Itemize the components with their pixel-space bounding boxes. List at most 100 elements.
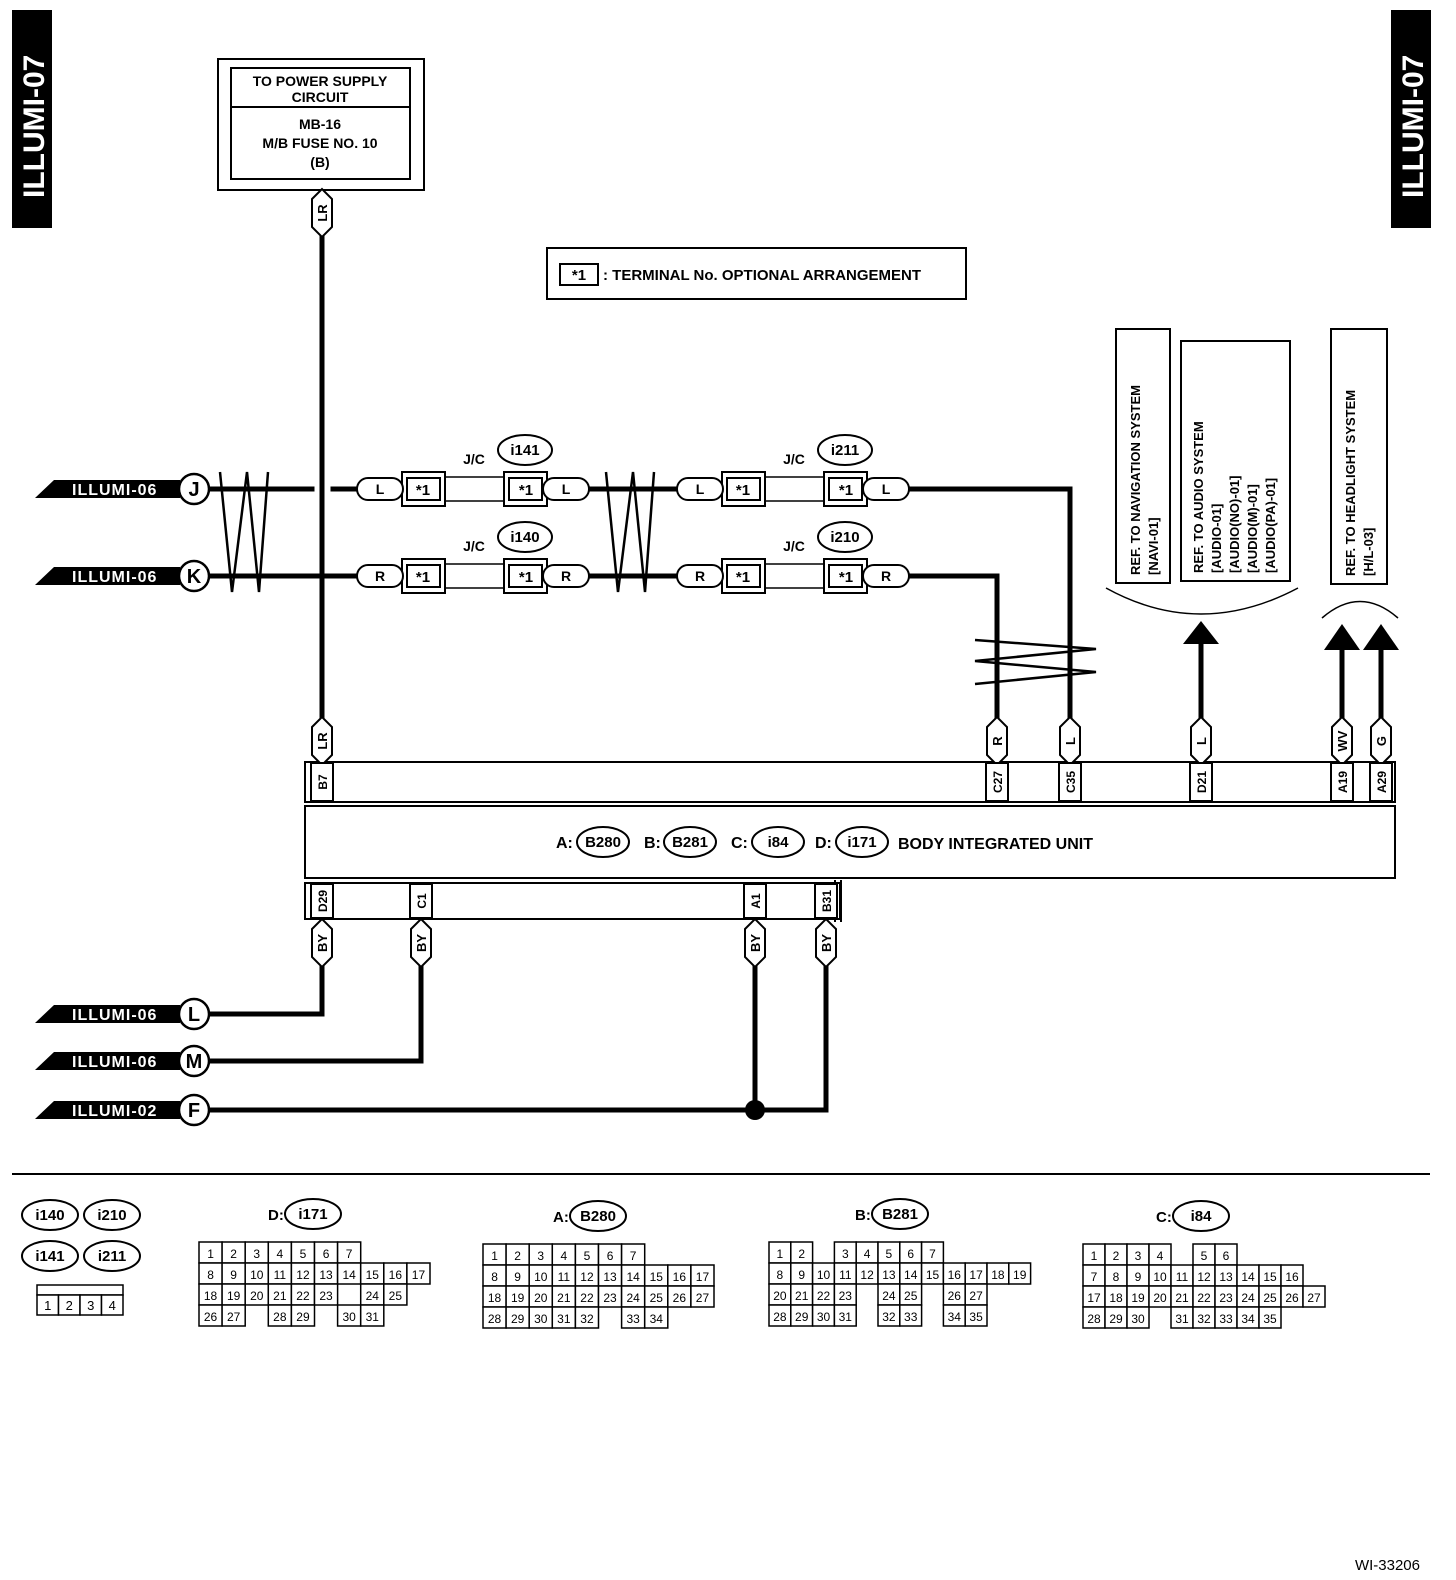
svg-text:[NAVI-01]: [NAVI-01] <box>1146 517 1161 575</box>
svg-text:17: 17 <box>412 1268 426 1282</box>
svg-text:23: 23 <box>839 1289 853 1303</box>
svg-text:B:: B: <box>644 835 661 852</box>
joint-connector-i141: *1*1J/C <box>401 451 548 507</box>
terminal-a1: A1 <box>743 883 767 919</box>
svg-text:15: 15 <box>926 1268 940 1282</box>
svg-text:16: 16 <box>1285 1270 1299 1284</box>
svg-text:22: 22 <box>817 1289 831 1303</box>
svg-text:8: 8 <box>491 1270 498 1284</box>
unit-name: BODY INTEGRATED UNIT <box>898 836 1093 853</box>
wire-r-tail <box>905 573 1000 725</box>
svg-text:15: 15 <box>1263 1270 1277 1284</box>
svg-text:15: 15 <box>366 1268 380 1282</box>
svg-text:LR: LR <box>315 204 330 222</box>
svg-text:i211: i211 <box>831 442 859 459</box>
svg-text:R: R <box>881 568 891 584</box>
svg-text:32: 32 <box>1197 1312 1211 1326</box>
svg-text:D:: D: <box>268 1207 284 1224</box>
svg-text:[AUDIO(M)-01]: [AUDIO(M)-01] <box>1245 484 1260 573</box>
jc-wire-tag-out: L <box>542 477 590 501</box>
tag-d21: L <box>1190 715 1212 767</box>
svg-text:11: 11 <box>558 1270 571 1284</box>
page-tab-right: ILLUMI-07 <box>1391 10 1431 228</box>
svg-text:35: 35 <box>1263 1312 1277 1326</box>
svg-text:12: 12 <box>860 1268 874 1282</box>
svg-text:i141: i141 <box>35 1248 64 1265</box>
svg-text:BY: BY <box>315 934 330 952</box>
svg-text:*1: *1 <box>736 482 750 499</box>
power-box-line-3: (B) <box>310 154 329 170</box>
svg-text:28: 28 <box>1087 1312 1101 1326</box>
svg-text:14: 14 <box>904 1268 918 1282</box>
svg-text:16: 16 <box>948 1268 962 1282</box>
svg-text:29: 29 <box>795 1310 809 1324</box>
svg-text:19: 19 <box>1013 1268 1027 1282</box>
svg-text:19: 19 <box>1131 1291 1145 1305</box>
svg-text:1: 1 <box>1091 1249 1098 1263</box>
svg-text:6: 6 <box>607 1249 614 1263</box>
joint-connector-i140: *1*1J/C <box>401 538 548 594</box>
svg-text:31: 31 <box>366 1310 380 1324</box>
svg-text:i210: i210 <box>97 1207 126 1224</box>
svg-text:2: 2 <box>798 1247 805 1261</box>
tag-power-bottom: LR <box>311 715 333 767</box>
svg-text:20: 20 <box>773 1289 787 1303</box>
svg-text:20: 20 <box>534 1291 548 1305</box>
svg-text:1: 1 <box>207 1247 214 1261</box>
unit-connector-i84: C: <box>731 835 748 852</box>
svg-text:24: 24 <box>1241 1291 1255 1305</box>
power-box-line-1: MB-16 <box>299 116 341 132</box>
arrow-hl-2 <box>1363 624 1399 650</box>
svg-text:WV: WV <box>1335 730 1350 751</box>
unit-connector-oval: i84 <box>751 826 805 858</box>
svg-text:25: 25 <box>1263 1291 1277 1305</box>
wire-ground-l <box>207 959 325 1017</box>
ref-arrows <box>1183 621 1399 650</box>
svg-text:4: 4 <box>561 1249 568 1263</box>
svg-text:26: 26 <box>1285 1291 1299 1305</box>
jc-wire-tag-out: L <box>862 477 910 501</box>
svg-text:11: 11 <box>274 1268 287 1282</box>
svg-text:[AUDIO(NO)-01]: [AUDIO(NO)-01] <box>1227 476 1242 574</box>
svg-text:9: 9 <box>230 1268 237 1282</box>
svg-text:REF. TO AUDIO SYSTEM: REF. TO AUDIO SYSTEM <box>1191 421 1206 573</box>
svg-text:23: 23 <box>319 1289 333 1303</box>
face-id-oval: i171 <box>284 1198 342 1230</box>
svg-text:13: 13 <box>603 1270 617 1284</box>
tag-ground-b31: BY <box>815 917 837 969</box>
svg-text:*1: *1 <box>416 569 430 586</box>
svg-text:i140: i140 <box>510 529 539 546</box>
svg-text:ILLUMI-06: ILLUMI-06 <box>72 1007 157 1024</box>
svg-text:18: 18 <box>488 1291 502 1305</box>
svg-text:R: R <box>561 568 571 584</box>
svg-text:J/C: J/C <box>783 451 805 467</box>
jc-wire-tag-out: R <box>862 564 910 588</box>
svg-text:18: 18 <box>204 1289 218 1303</box>
legend-symbol: *1 <box>572 267 586 284</box>
svg-text:BY: BY <box>748 934 763 952</box>
jc-wire-tag-in: R <box>356 564 404 588</box>
power-box-title-1: TO POWER SUPPLY <box>253 73 388 89</box>
svg-text:1: 1 <box>491 1249 498 1263</box>
svg-text:[AUDIO-01]: [AUDIO-01] <box>1209 504 1224 573</box>
svg-text:25: 25 <box>389 1289 403 1303</box>
terminal-a29: A29 <box>1369 762 1393 802</box>
tag-power-top: LR <box>311 187 333 239</box>
svg-text:A:: A: <box>553 1209 569 1226</box>
svg-text:C35: C35 <box>1064 771 1078 793</box>
svg-text:B281: B281 <box>882 1206 918 1223</box>
svg-text:*1: *1 <box>839 482 853 499</box>
svg-text:2: 2 <box>230 1247 237 1261</box>
arrow-hl-1 <box>1324 624 1360 650</box>
svg-text:30: 30 <box>1131 1312 1145 1326</box>
svg-text:L: L <box>1063 737 1078 745</box>
svg-text:R: R <box>695 568 705 584</box>
svg-text:7: 7 <box>1091 1270 1098 1284</box>
svg-text:*1: *1 <box>519 482 533 499</box>
svg-text:A1: A1 <box>749 893 763 909</box>
tag-c27: R <box>986 715 1008 767</box>
svg-text:6: 6 <box>907 1247 914 1261</box>
svg-text:2: 2 <box>66 1298 73 1313</box>
